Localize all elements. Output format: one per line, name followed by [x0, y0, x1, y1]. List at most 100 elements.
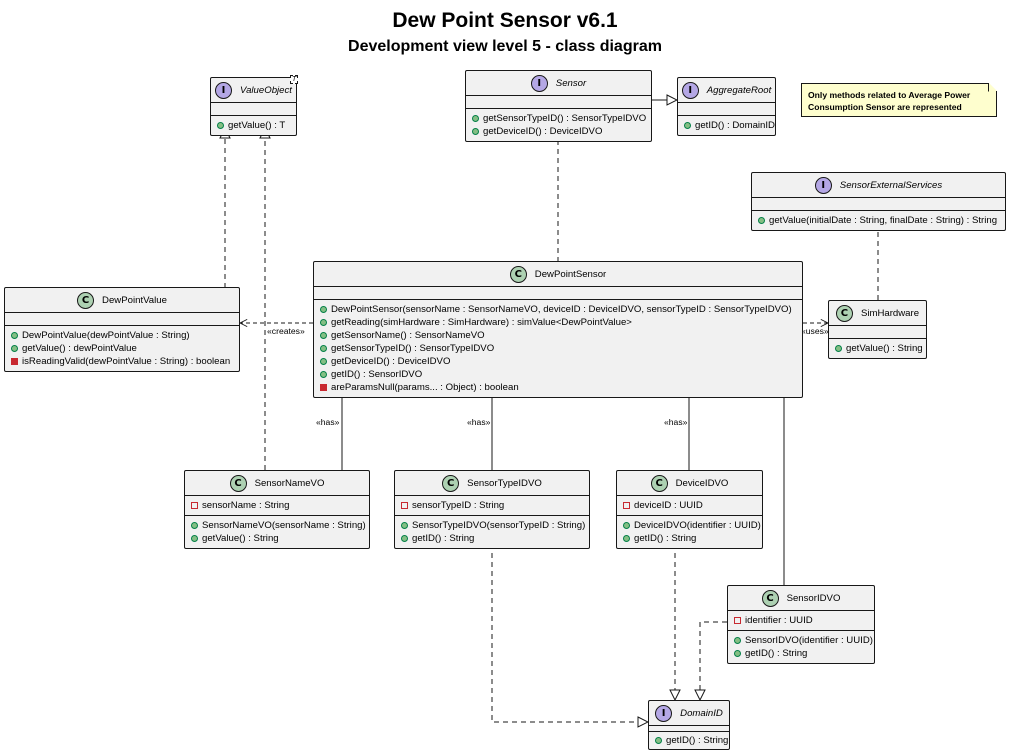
class-name: DeviceIDVO [675, 477, 729, 489]
methods-section: DewPointSensor(sensorName : SensorNameVO… [314, 300, 802, 397]
field-row: identifier : UUID [734, 614, 868, 627]
class-name: SensorExternalServices [839, 179, 943, 191]
creates-label: «creates» [267, 326, 305, 336]
public-icon [472, 115, 479, 122]
field-row: sensorTypeID : String [401, 499, 583, 512]
public-icon [472, 128, 479, 135]
public-icon [655, 737, 662, 744]
private-icon [320, 384, 327, 391]
fields-section [829, 326, 926, 339]
public-icon [758, 217, 765, 224]
class-deviceidvo[interactable]: C DeviceIDVO deviceID : UUID DeviceIDVO(… [616, 470, 763, 549]
method-row: getReading(simHardware : SimHardware) : … [320, 316, 796, 329]
method-row: getID() : String [655, 734, 728, 747]
public-icon [320, 319, 327, 326]
methods-section: SensorTypeIDVO(sensorTypeID : String) ge… [395, 516, 589, 548]
class-icon: C [835, 304, 853, 322]
methods-section: SensorIDVO(identifier : UUID) getID() : … [728, 631, 874, 663]
class-name: DewPointSensor [534, 268, 607, 280]
method-row: getID() : String [401, 532, 583, 545]
rel-sensoridvo-domainid [700, 621, 727, 700]
class-sensoridvo[interactable]: C SensorIDVO identifier : UUID SensorIDV… [727, 585, 875, 664]
has-label-sensorname: «has» [316, 417, 340, 427]
interface-icon: I [655, 704, 673, 722]
class-sensorexternalservices[interactable]: I SensorExternalServices getValue(initia… [751, 172, 1006, 231]
public-icon [11, 332, 18, 339]
method-text: DeviceIDVO(identifier : UUID) [634, 520, 761, 531]
method-row: getSensorTypeID() : SensorTypeIDVO [472, 112, 646, 125]
methods-section: getID() : String [649, 732, 729, 749]
method-row: getID() : String [734, 647, 868, 660]
class-name: DewPointValue [102, 294, 167, 306]
method-text: getReading(simHardware : SimHardware) : … [331, 317, 632, 328]
private-icon [734, 617, 741, 624]
class-header: C SimHardware [829, 301, 926, 326]
field-text: sensorName : String [202, 500, 290, 511]
private-icon [11, 358, 18, 365]
class-sensornamevo[interactable]: C SensorNameVO sensorName : String Senso… [184, 470, 370, 549]
class-sensortypeidvo[interactable]: C SensorTypeIDVO sensorTypeID : String S… [394, 470, 590, 549]
class-aggregateroot[interactable]: I AggregateRoot getID() : DomainID [677, 77, 776, 136]
method-text: getValue() : String [202, 533, 279, 544]
fields-section: identifier : UUID [728, 611, 874, 631]
public-icon [623, 535, 630, 542]
fields-section [466, 96, 651, 109]
fields-section [314, 287, 802, 300]
method-text: getID() : String [745, 648, 808, 659]
methods-section: getSensorTypeID() : SensorTypeIDVO getDe… [466, 109, 651, 141]
fields-section [211, 103, 296, 116]
method-row: DewPointValue(dewPointValue : String) [11, 329, 233, 342]
method-row: DewPointSensor(sensorName : SensorNameVO… [320, 303, 796, 316]
class-domainid[interactable]: I DomainID getID() : String [648, 700, 730, 750]
class-simhardware[interactable]: C SimHardware getValue() : String [828, 300, 927, 359]
methods-section: SensorNameVO(sensorName : String) getVal… [185, 516, 369, 548]
class-icon: C [77, 291, 95, 309]
method-text: getID() : String [666, 735, 729, 746]
fields-section [678, 103, 775, 116]
method-row: getValue() : String [191, 532, 363, 545]
public-icon [401, 535, 408, 542]
method-text: DewPointValue(dewPointValue : String) [22, 330, 190, 341]
method-text: getID() : DomainID [695, 120, 775, 131]
methods-section: DewPointValue(dewPointValue : String) ge… [5, 326, 239, 371]
public-icon [835, 345, 842, 352]
method-row: SensorTypeIDVO(sensorTypeID : String) [401, 519, 585, 532]
method-text: getValue() : T [228, 120, 286, 131]
class-header: I ValueObject [211, 78, 296, 103]
class-name: SimHardware [860, 307, 920, 319]
class-name: DomainID [680, 707, 723, 719]
has-label-sensortype: «has» [467, 417, 491, 427]
method-text: getDeviceID() : DeviceIDVO [483, 126, 603, 137]
public-icon [684, 122, 691, 129]
interface-icon: I [814, 176, 832, 194]
class-icon: C [761, 589, 779, 607]
method-text: SensorIDVO(identifier : UUID) [745, 635, 873, 646]
method-row: getDeviceID() : DeviceIDVO [320, 355, 796, 368]
diagram-note: Only methods related to Average Power Co… [801, 83, 997, 117]
class-icon: C [650, 474, 668, 492]
note-text: Only methods related to Average Power Co… [808, 90, 971, 112]
class-dewpointvalue[interactable]: C DewPointValue DewPointValue(dewPointVa… [4, 287, 240, 372]
class-icon: C [442, 474, 460, 492]
method-text: getSensorTypeID() : SensorTypeIDVO [331, 343, 495, 354]
fields-section [752, 198, 1005, 211]
method-row: getValue() : T [217, 119, 290, 132]
private-icon [401, 502, 408, 509]
class-header: I SensorExternalServices [752, 173, 1005, 198]
class-header: C DeviceIDVO [617, 471, 762, 496]
public-icon [320, 358, 327, 365]
rel-sensortypeidvo-domainid [491, 544, 648, 722]
diagram-subtitle: Development view level 5 - class diagram [348, 38, 662, 55]
class-sensor[interactable]: I Sensor getSensorTypeID() : SensorTypeI… [465, 70, 652, 142]
method-row: isReadingValid(dewPointValue : String) :… [11, 355, 233, 368]
fields-section [5, 313, 239, 326]
field-text: identifier : UUID [745, 615, 813, 626]
class-valueobject[interactable]: I ValueObject getValue() : T [210, 77, 297, 136]
method-text: isReadingValid(dewPointValue : String) :… [22, 356, 231, 367]
class-dewpointsensor[interactable]: C DewPointSensor DewPointSensor(sensorNa… [313, 261, 803, 398]
method-row: getSensorName() : SensorNameVO [320, 329, 796, 342]
class-name: AggregateRoot [706, 84, 772, 96]
method-row: SensorNameVO(sensorName : String) [191, 519, 366, 532]
class-icon: C [229, 474, 247, 492]
